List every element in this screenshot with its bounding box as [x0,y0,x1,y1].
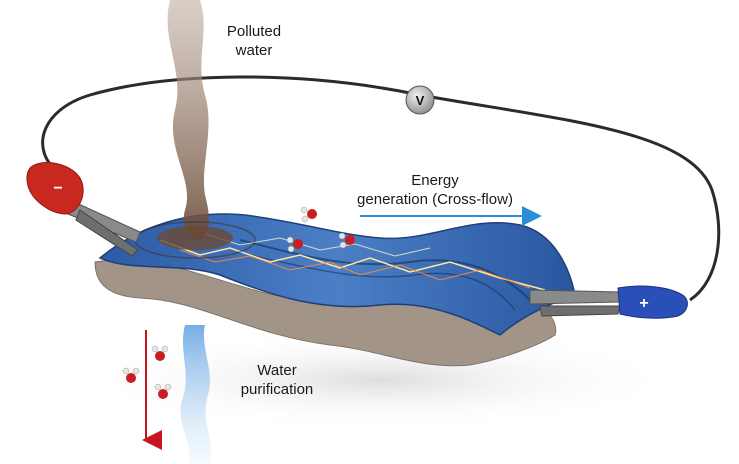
label-energy-line2: generation (Cross-flow) [357,191,513,208]
polluted-water-stream [167,0,209,240]
positive-clip-icon: + [529,285,688,319]
label-energy-line1: Energy [411,172,459,189]
water-molecule-icon [151,345,169,361]
label-polluted-line1: Polluted [226,23,282,40]
label-water-purification: Water purification [222,361,332,399]
positive-terminal-symbol: + [639,295,648,312]
voltmeter-symbol: V [416,93,425,108]
energy-spark [199,231,431,257]
water-molecule-icon [286,236,303,253]
membrane-channel [239,239,531,301]
label-water-line1: Water [257,362,297,379]
negative-terminal-symbol: − [53,180,62,197]
clean-water-stream [180,325,212,464]
membrane-channel [249,254,516,311]
water-molecule-icon [300,206,317,223]
label-water-line2: purification [240,381,314,398]
negative-clip-icon: − [26,162,141,257]
label-energy-generation: Energy generation (Cross-flow) [330,171,540,209]
energy-spark [179,249,531,289]
energy-spark [159,239,546,291]
water-molecule-icon [122,367,140,383]
polluted-water-splash [157,226,233,250]
water-molecule-icon [338,232,355,249]
ground-shadow [80,330,680,430]
label-polluted-water: Polluted water [206,22,302,60]
label-polluted-line2: water [235,42,273,59]
water-molecule-icon [154,383,172,399]
voltmeter-icon: V [405,85,435,115]
